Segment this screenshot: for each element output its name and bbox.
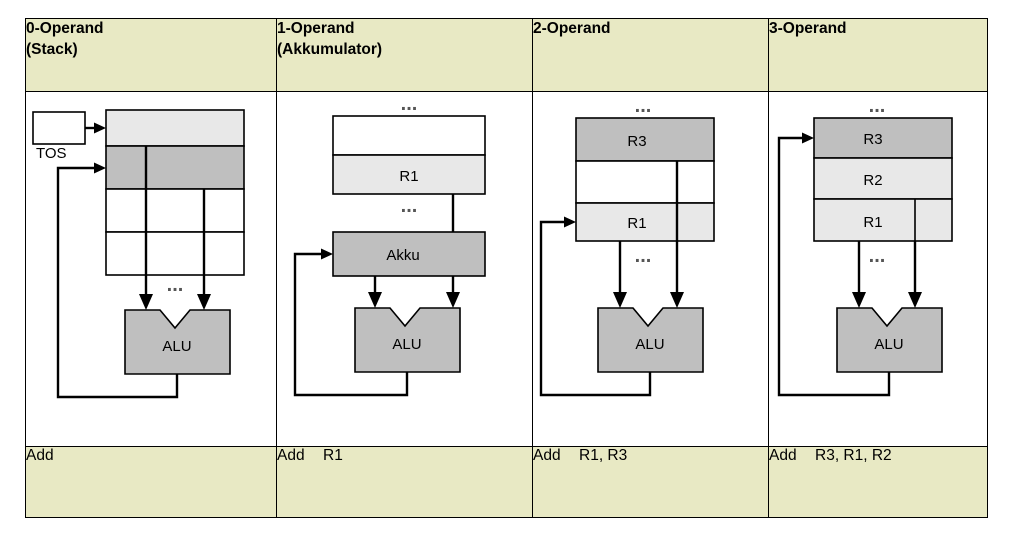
alu-shape <box>124 309 231 376</box>
header-three-operand: 3-Operand <box>768 17 988 93</box>
header-zero-operand-line1: 0-Operand <box>26 20 104 37</box>
regfile-bottom-ellipsis: ... <box>869 245 886 267</box>
reg-cell-2 <box>813 198 953 243</box>
r1-writeback-arrow <box>564 216 576 228</box>
memory-bottom-ellipsis: ... <box>401 195 418 217</box>
instruction-mnemonic: Add <box>769 446 797 464</box>
tos-label: TOS <box>36 145 67 162</box>
operand-arrow-left <box>852 292 866 309</box>
operand-feed-lines <box>144 146 206 297</box>
stack-cell-0 <box>105 109 245 148</box>
header-zero-operand: 0-Operand (Stack) <box>25 17 277 93</box>
memory-cell-1 <box>332 154 486 196</box>
tos-box <box>32 111 86 146</box>
diagram-cell-two-operand: ... R3 R1 ... <box>532 91 769 447</box>
instruction-one-operand: Add R1 <box>276 445 533 519</box>
header-two-operand: 2-Operand <box>532 17 769 93</box>
accumulator-label: Akku <box>386 247 419 264</box>
alu-label: ALU <box>635 336 664 353</box>
instruction-operands: R3, R1, R2 <box>815 446 892 464</box>
regfile-top-ellipsis: ... <box>635 95 652 117</box>
instruction-operands: R1 <box>323 446 343 464</box>
operand-feed-lines <box>857 241 917 295</box>
instruction-mnemonic: Add <box>533 446 561 464</box>
stack-cell-3 <box>105 231 245 277</box>
reg-cell-2-label: R1 <box>863 214 882 231</box>
alu-label: ALU <box>392 336 421 353</box>
header-row: 0-Operand (Stack) 1-Operand (Akkumulator… <box>25 17 988 93</box>
operand-arrow-right <box>197 294 211 311</box>
instruction-three-operand: Add R3, R1, R2 <box>768 445 988 519</box>
reg-cell-2-label: R1 <box>627 215 646 232</box>
header-one-operand-line1: 1-Operand <box>277 20 355 37</box>
reg-cell-1-label: R2 <box>863 172 882 189</box>
accumulator-box <box>332 231 486 278</box>
operand-arrow-right <box>670 292 684 309</box>
alu-label: ALU <box>874 336 903 353</box>
akku-writeback-arrow <box>321 248 333 260</box>
header-zero-operand-line2: (Stack) <box>26 40 78 58</box>
header-two-operand-line1: 2-Operand <box>533 20 611 37</box>
reg-cell-1 <box>575 160 715 205</box>
stack-diagram: ... ALU <box>32 109 245 399</box>
alu-label: ALU <box>162 338 191 355</box>
header-one-operand: 1-Operand (Akkumulator) <box>276 17 533 93</box>
memory-cell-0 <box>332 115 486 157</box>
instruction-zero-operand: Add <box>25 445 277 519</box>
diagram-row: ... ALU ... <box>25 91 988 447</box>
alu-result-path <box>293 253 409 397</box>
reg-cell-0-label: R3 <box>863 131 882 148</box>
diagram-cell-zero-operand: ... ALU <box>25 91 277 447</box>
alu-result-path <box>56 167 179 399</box>
reg-cell-2 <box>575 202 715 243</box>
memory-cell-1-label: R1 <box>399 168 418 185</box>
diagram-cell-three-operand: ... R3 R2 R1 ... <box>768 91 988 447</box>
r3-writeback-arrow <box>802 132 814 144</box>
instruction-mnemonic: Add <box>277 446 305 464</box>
tos-arrow <box>85 122 106 134</box>
writeback-arrow-head <box>94 162 106 174</box>
alu-shape <box>836 307 943 374</box>
header-three-operand-line1: 3-Operand <box>769 20 847 37</box>
instruction-two-operand: Add R1, R3 <box>532 445 769 519</box>
reg-cell-0-label: R3 <box>627 133 646 150</box>
operand-arrow-left <box>139 294 153 311</box>
instruction-row: Add Add R1 Add R1, R3 Add R3, R1, R2 <box>25 445 988 519</box>
regfile-top-ellipsis: ... <box>869 95 886 117</box>
alu-result-path <box>539 221 652 397</box>
akku-feed-arrow <box>368 292 382 309</box>
operand-arrow-right <box>908 292 922 309</box>
alu-shape <box>597 307 704 374</box>
operand-feed-lines <box>618 161 679 295</box>
instruction-operands: R1, R3 <box>579 446 628 464</box>
stack-cell-2 <box>105 188 245 234</box>
operand-format-table: 0-Operand (Stack) 1-Operand (Akkumulator… <box>25 17 988 519</box>
reg-cell-0 <box>575 117 715 163</box>
alu-result-path <box>777 137 891 397</box>
memory-top-ellipsis: ... <box>401 93 418 115</box>
alu-shape <box>354 307 461 374</box>
two-operand-diagram: ... R3 R1 ... <box>539 95 715 397</box>
header-one-operand-line2: (Akkumulator) <box>277 40 383 58</box>
stack-cell-1 <box>105 145 245 191</box>
three-operand-diagram: ... R3 R2 R1 ... <box>777 95 953 397</box>
reg-cell-1 <box>813 157 953 201</box>
operand-arrow-left <box>613 292 627 309</box>
r1-feed-arrow <box>446 292 460 309</box>
regfile-bottom-ellipsis: ... <box>635 245 652 267</box>
reg-cell-0 <box>813 117 953 160</box>
accumulator-diagram: ... R1 ... Akku <box>293 93 486 397</box>
instruction-mnemonic: Add <box>26 446 54 464</box>
stack-ellipsis: ... <box>167 274 184 296</box>
diagram-cell-one-operand: ... R1 ... Akku <box>276 91 533 447</box>
